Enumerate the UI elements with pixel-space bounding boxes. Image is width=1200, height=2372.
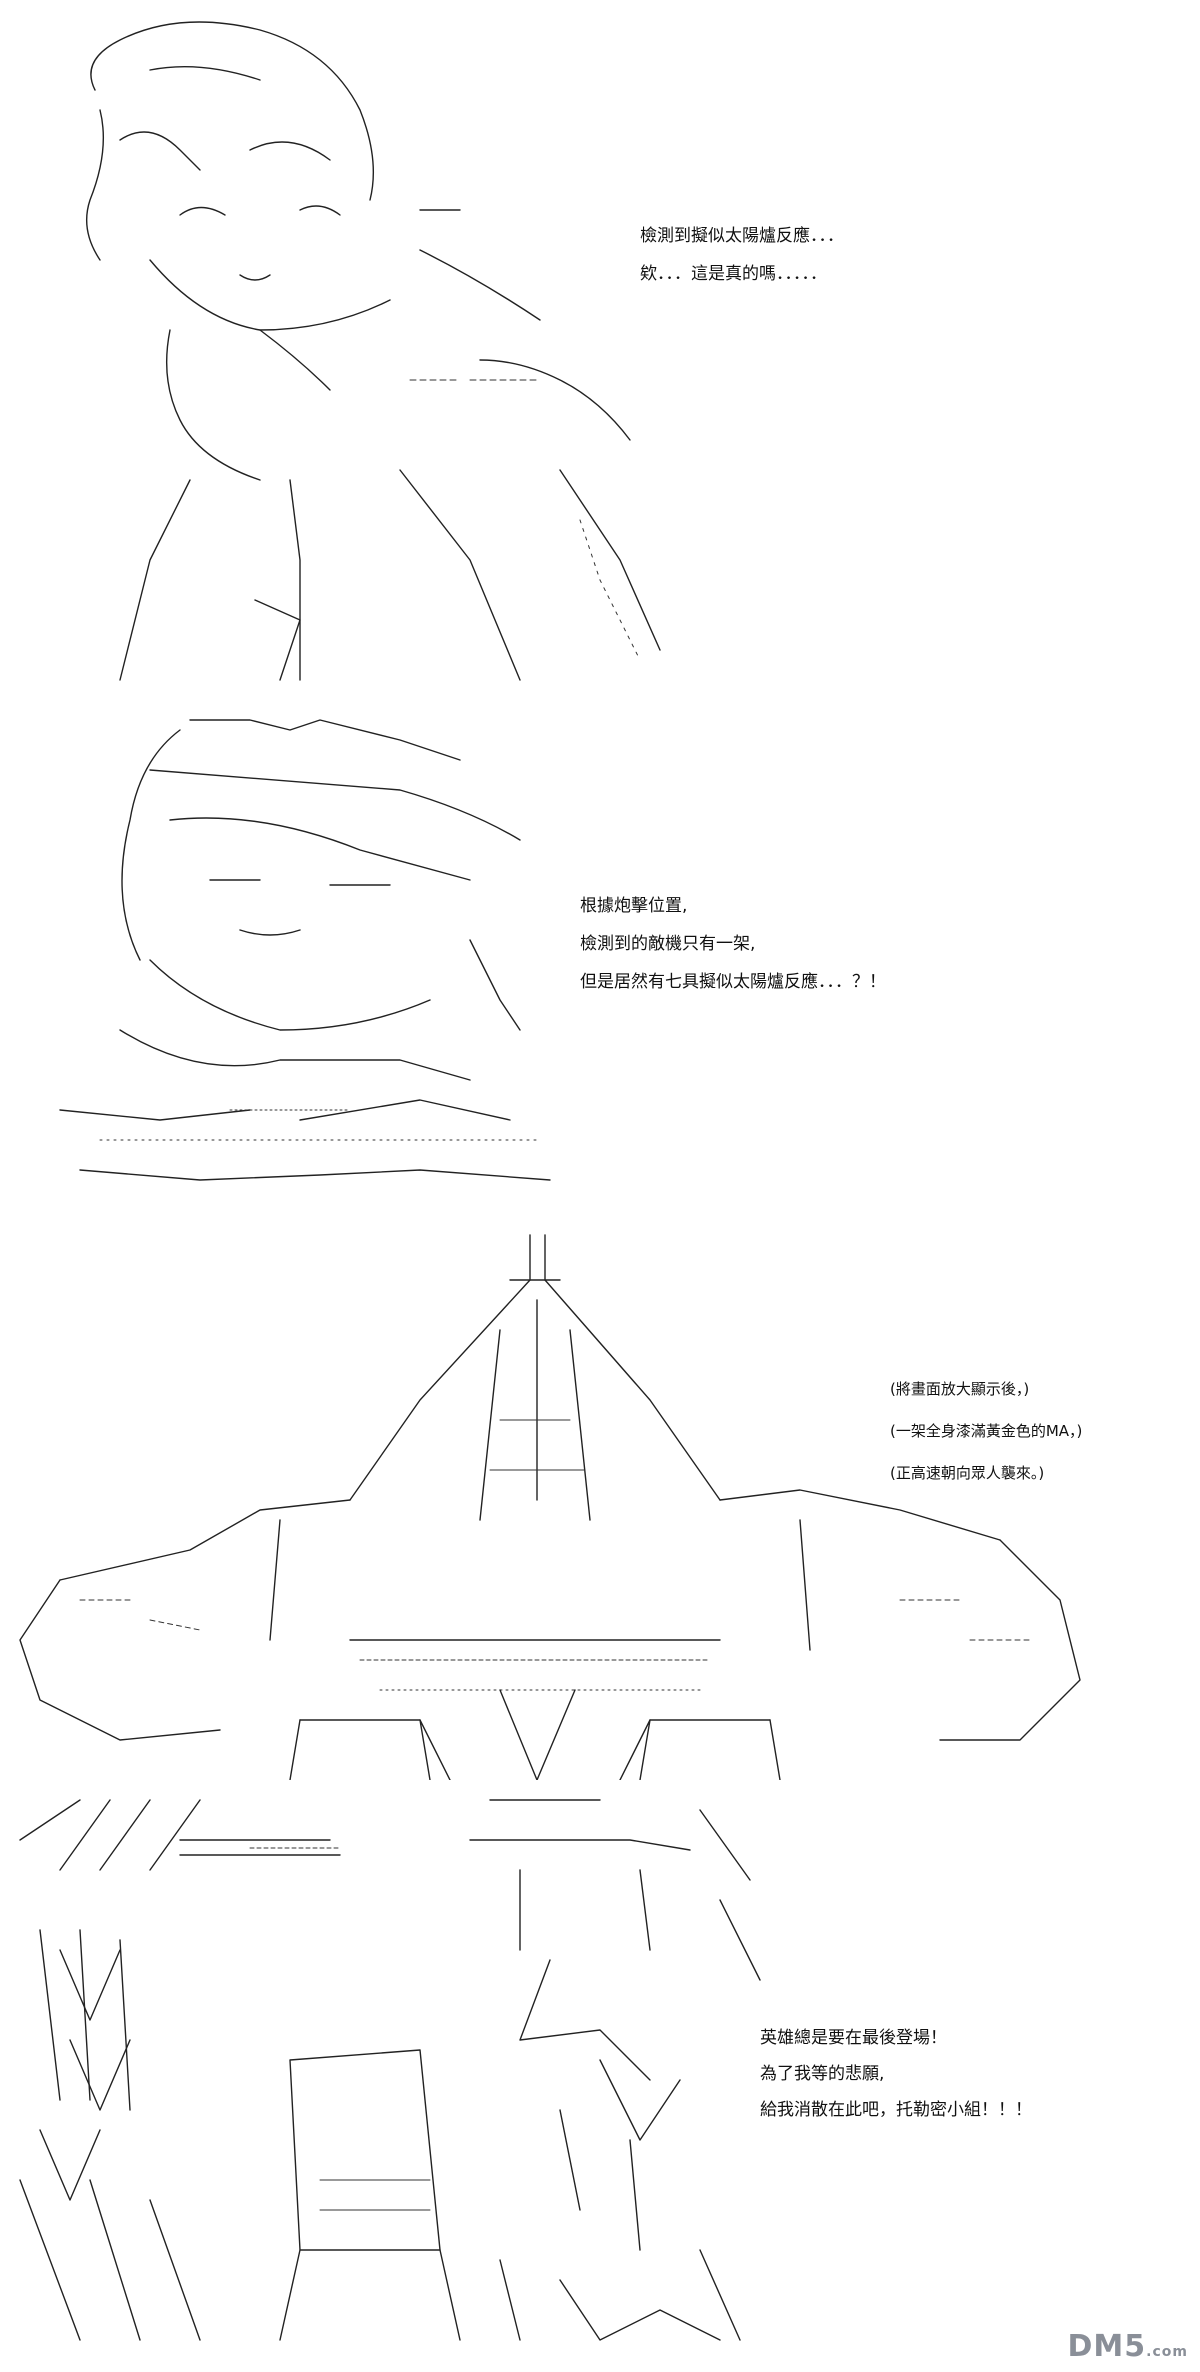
caption-line: (一架全身漆滿黃金色的MA，) [890, 1422, 1083, 1440]
panel-1: 檢測到擬似太陽爐反應．．． 欸．．．這是真的嗎．．．．． [0, 0, 1200, 700]
panel-3: (將畫面放大顯示後，) (一架全身漆滿黃金色的MA，) (正高速朝向眾人襲來。) [0, 1220, 1200, 1780]
panel-2: 根據炮擊位置, 檢測到的敵機只有一架, 但是居然有七具擬似太陽爐反應．．．？！ [0, 700, 1200, 1220]
panel-1-caption: 檢測到擬似太陽爐反應．．． 欸．．．這是真的嗎．．．．． [640, 222, 844, 288]
caption-line: 但是居然有七具擬似太陽爐反應．．．？！ [580, 972, 886, 992]
caption-line: 欸．．．這是真的嗎．．．．． [640, 264, 827, 284]
panel-2-caption: 根據炮擊位置, 檢測到的敵機只有一架, 但是居然有七具擬似太陽爐反應．．．？！ [580, 892, 886, 996]
panel-4-caption: 英雄總是要在最後登場！ 為了我等的悲願, 給我消散在此吧，托勒密小組！！！ [760, 2024, 1032, 2124]
caption-line: 為了我等的悲願, [760, 2064, 885, 2084]
panel-3-caption: (將畫面放大顯示後，) (一架全身漆滿黃金色的MA，) (正高速朝向眾人襲來。) [890, 1375, 1082, 1487]
watermark-sub: .com [1146, 2344, 1188, 2360]
watermark-main: DM5 [1067, 2329, 1147, 2364]
caption-line: 檢測到擬似太陽爐反應．．． [640, 226, 844, 246]
girl-ascii-art-2 [59, 719, 551, 1181]
mobile-armor-ascii-art [19, 1234, 1081, 1780]
panel-4: 英雄總是要在最後登場！ 為了我等的悲願, 給我消散在此吧，托勒密小組！！！ DM… [0, 1780, 1200, 2372]
mobile-suits-ascii-art [19, 1799, 761, 2341]
caption-line: 根據炮擊位置, [580, 896, 688, 916]
dm5-watermark-logo: DM5.com [1068, 2329, 1188, 2364]
caption-line: 檢測到的敵機只有一架, [580, 934, 756, 954]
girl-ascii-art-1 [85, 21, 661, 681]
caption-line: 英雄總是要在最後登場！ [760, 2028, 947, 2048]
caption-line: (正高速朝向眾人襲來。) [890, 1464, 1045, 1482]
caption-line: 給我消散在此吧，托勒密小組！！！ [760, 2100, 1032, 2120]
caption-line: (將畫面放大顯示後，) [890, 1380, 1030, 1398]
